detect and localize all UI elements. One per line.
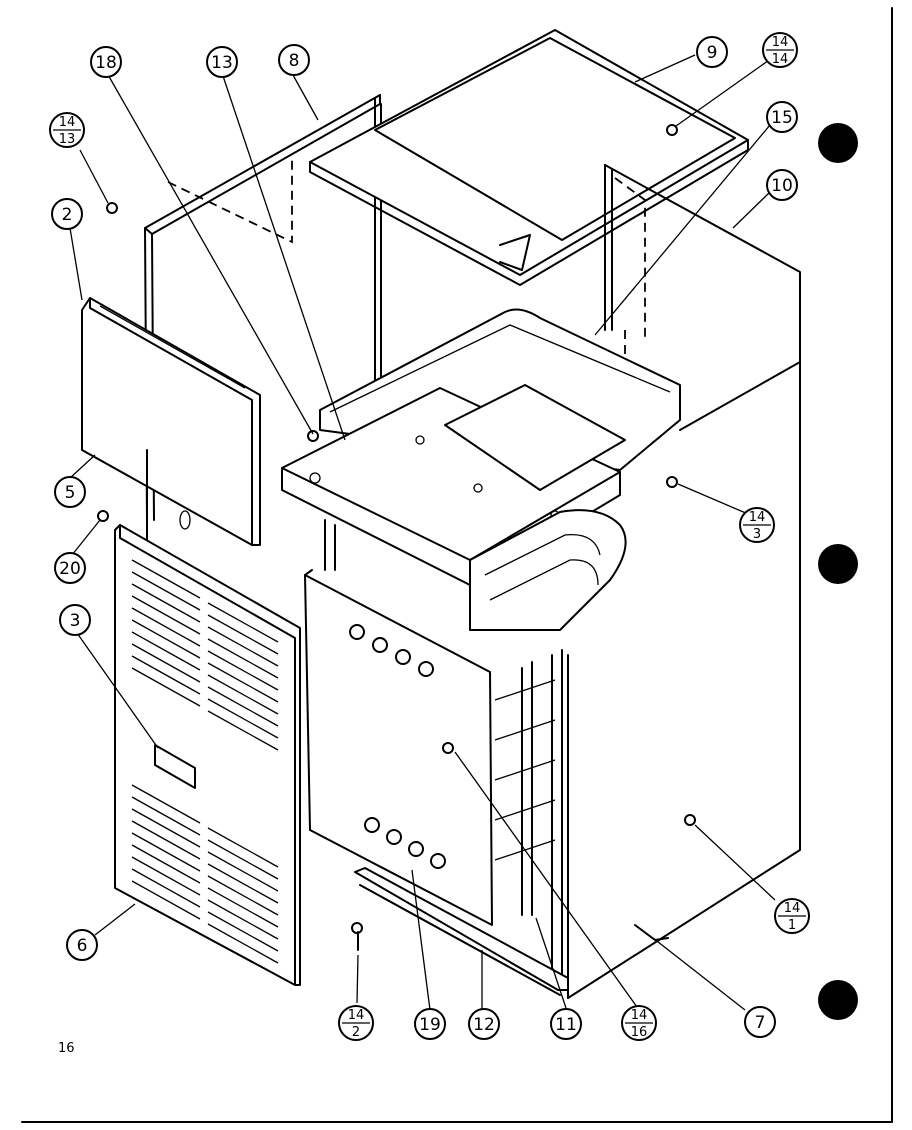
svg-text:8: 8 <box>289 51 300 71</box>
callout-3: 3 <box>59 604 91 636</box>
binder-hole-middle <box>818 544 858 584</box>
svg-text:14: 14 <box>772 35 789 50</box>
part-11-burner-assembly <box>494 649 563 986</box>
part-2-upper-panel <box>81 297 261 551</box>
svg-text:5: 5 <box>65 483 76 503</box>
part-13-mounting-tray <box>281 384 626 586</box>
callout-9: 9 <box>696 36 728 68</box>
svg-text:14: 14 <box>631 1008 648 1023</box>
callout-7: 7 <box>744 1006 776 1038</box>
svg-text:12: 12 <box>473 1015 495 1035</box>
fraction-callout-14-3: 14 3 <box>739 507 775 543</box>
callout-10: 10 <box>766 169 798 201</box>
svg-text:11: 11 <box>555 1015 577 1035</box>
louvers-upper-right <box>207 602 279 751</box>
heat-exchanger-tubes <box>324 509 627 631</box>
part-10-side-cabinet <box>567 164 801 999</box>
callout-12: 12 <box>468 1008 500 1040</box>
svg-text:6: 6 <box>77 936 88 956</box>
fraction-callout-14-14: 14 14 <box>762 32 798 68</box>
page-number: 16 <box>58 1041 75 1056</box>
svg-text:3: 3 <box>70 611 81 631</box>
svg-text:19: 19 <box>419 1015 441 1035</box>
svg-text:14: 14 <box>59 115 76 130</box>
svg-text:16: 16 <box>631 1025 648 1040</box>
callout-5: 5 <box>54 476 86 508</box>
fraction-callout-14-13: 14 13 <box>49 112 85 148</box>
callout-19: 19 <box>414 1008 446 1040</box>
svg-text:10: 10 <box>771 176 793 196</box>
svg-text:20: 20 <box>59 559 81 579</box>
callout-11: 11 <box>550 1008 582 1040</box>
fraction-callout-14-16: 14 16 <box>621 1005 657 1041</box>
svg-text:9: 9 <box>707 43 718 63</box>
svg-text:3: 3 <box>753 527 761 542</box>
louvers-upper-left <box>131 559 201 707</box>
part-3-label-plate <box>154 744 196 789</box>
fraction-callout-14-1: 14 1 <box>774 898 810 934</box>
callout-18: 18 <box>90 46 122 78</box>
binder-hole-bottom <box>818 980 858 1020</box>
svg-text:14: 14 <box>772 52 789 67</box>
callout-8: 8 <box>278 44 310 76</box>
svg-text:2: 2 <box>62 205 73 225</box>
callout-2: 2 <box>51 198 83 230</box>
part-6-front-door <box>114 524 301 986</box>
svg-text:13: 13 <box>211 53 233 73</box>
part-19-inner-panel <box>304 569 493 926</box>
callout-13: 13 <box>206 46 238 78</box>
svg-text:1: 1 <box>788 918 796 933</box>
svg-text:14: 14 <box>749 510 766 525</box>
louvers-lower-left <box>131 784 201 920</box>
callout-20: 20 <box>54 552 86 584</box>
binder-hole-top <box>818 123 858 163</box>
part-12-bottom-rail <box>354 867 569 996</box>
louvers-lower-right <box>207 827 279 964</box>
callout-15: 15 <box>766 101 798 133</box>
leader-lines <box>69 54 776 1011</box>
svg-text:7: 7 <box>755 1013 766 1033</box>
fraction-callout-14-2: 14 2 <box>338 1005 374 1041</box>
callout-6: 6 <box>66 929 98 961</box>
svg-text:15: 15 <box>771 108 793 128</box>
svg-text:2: 2 <box>352 1025 360 1040</box>
svg-text:14: 14 <box>348 1008 365 1023</box>
svg-text:18: 18 <box>95 53 117 73</box>
part-9-top-cover <box>309 29 749 286</box>
svg-text:14: 14 <box>784 901 801 916</box>
svg-text:13: 13 <box>59 132 76 147</box>
